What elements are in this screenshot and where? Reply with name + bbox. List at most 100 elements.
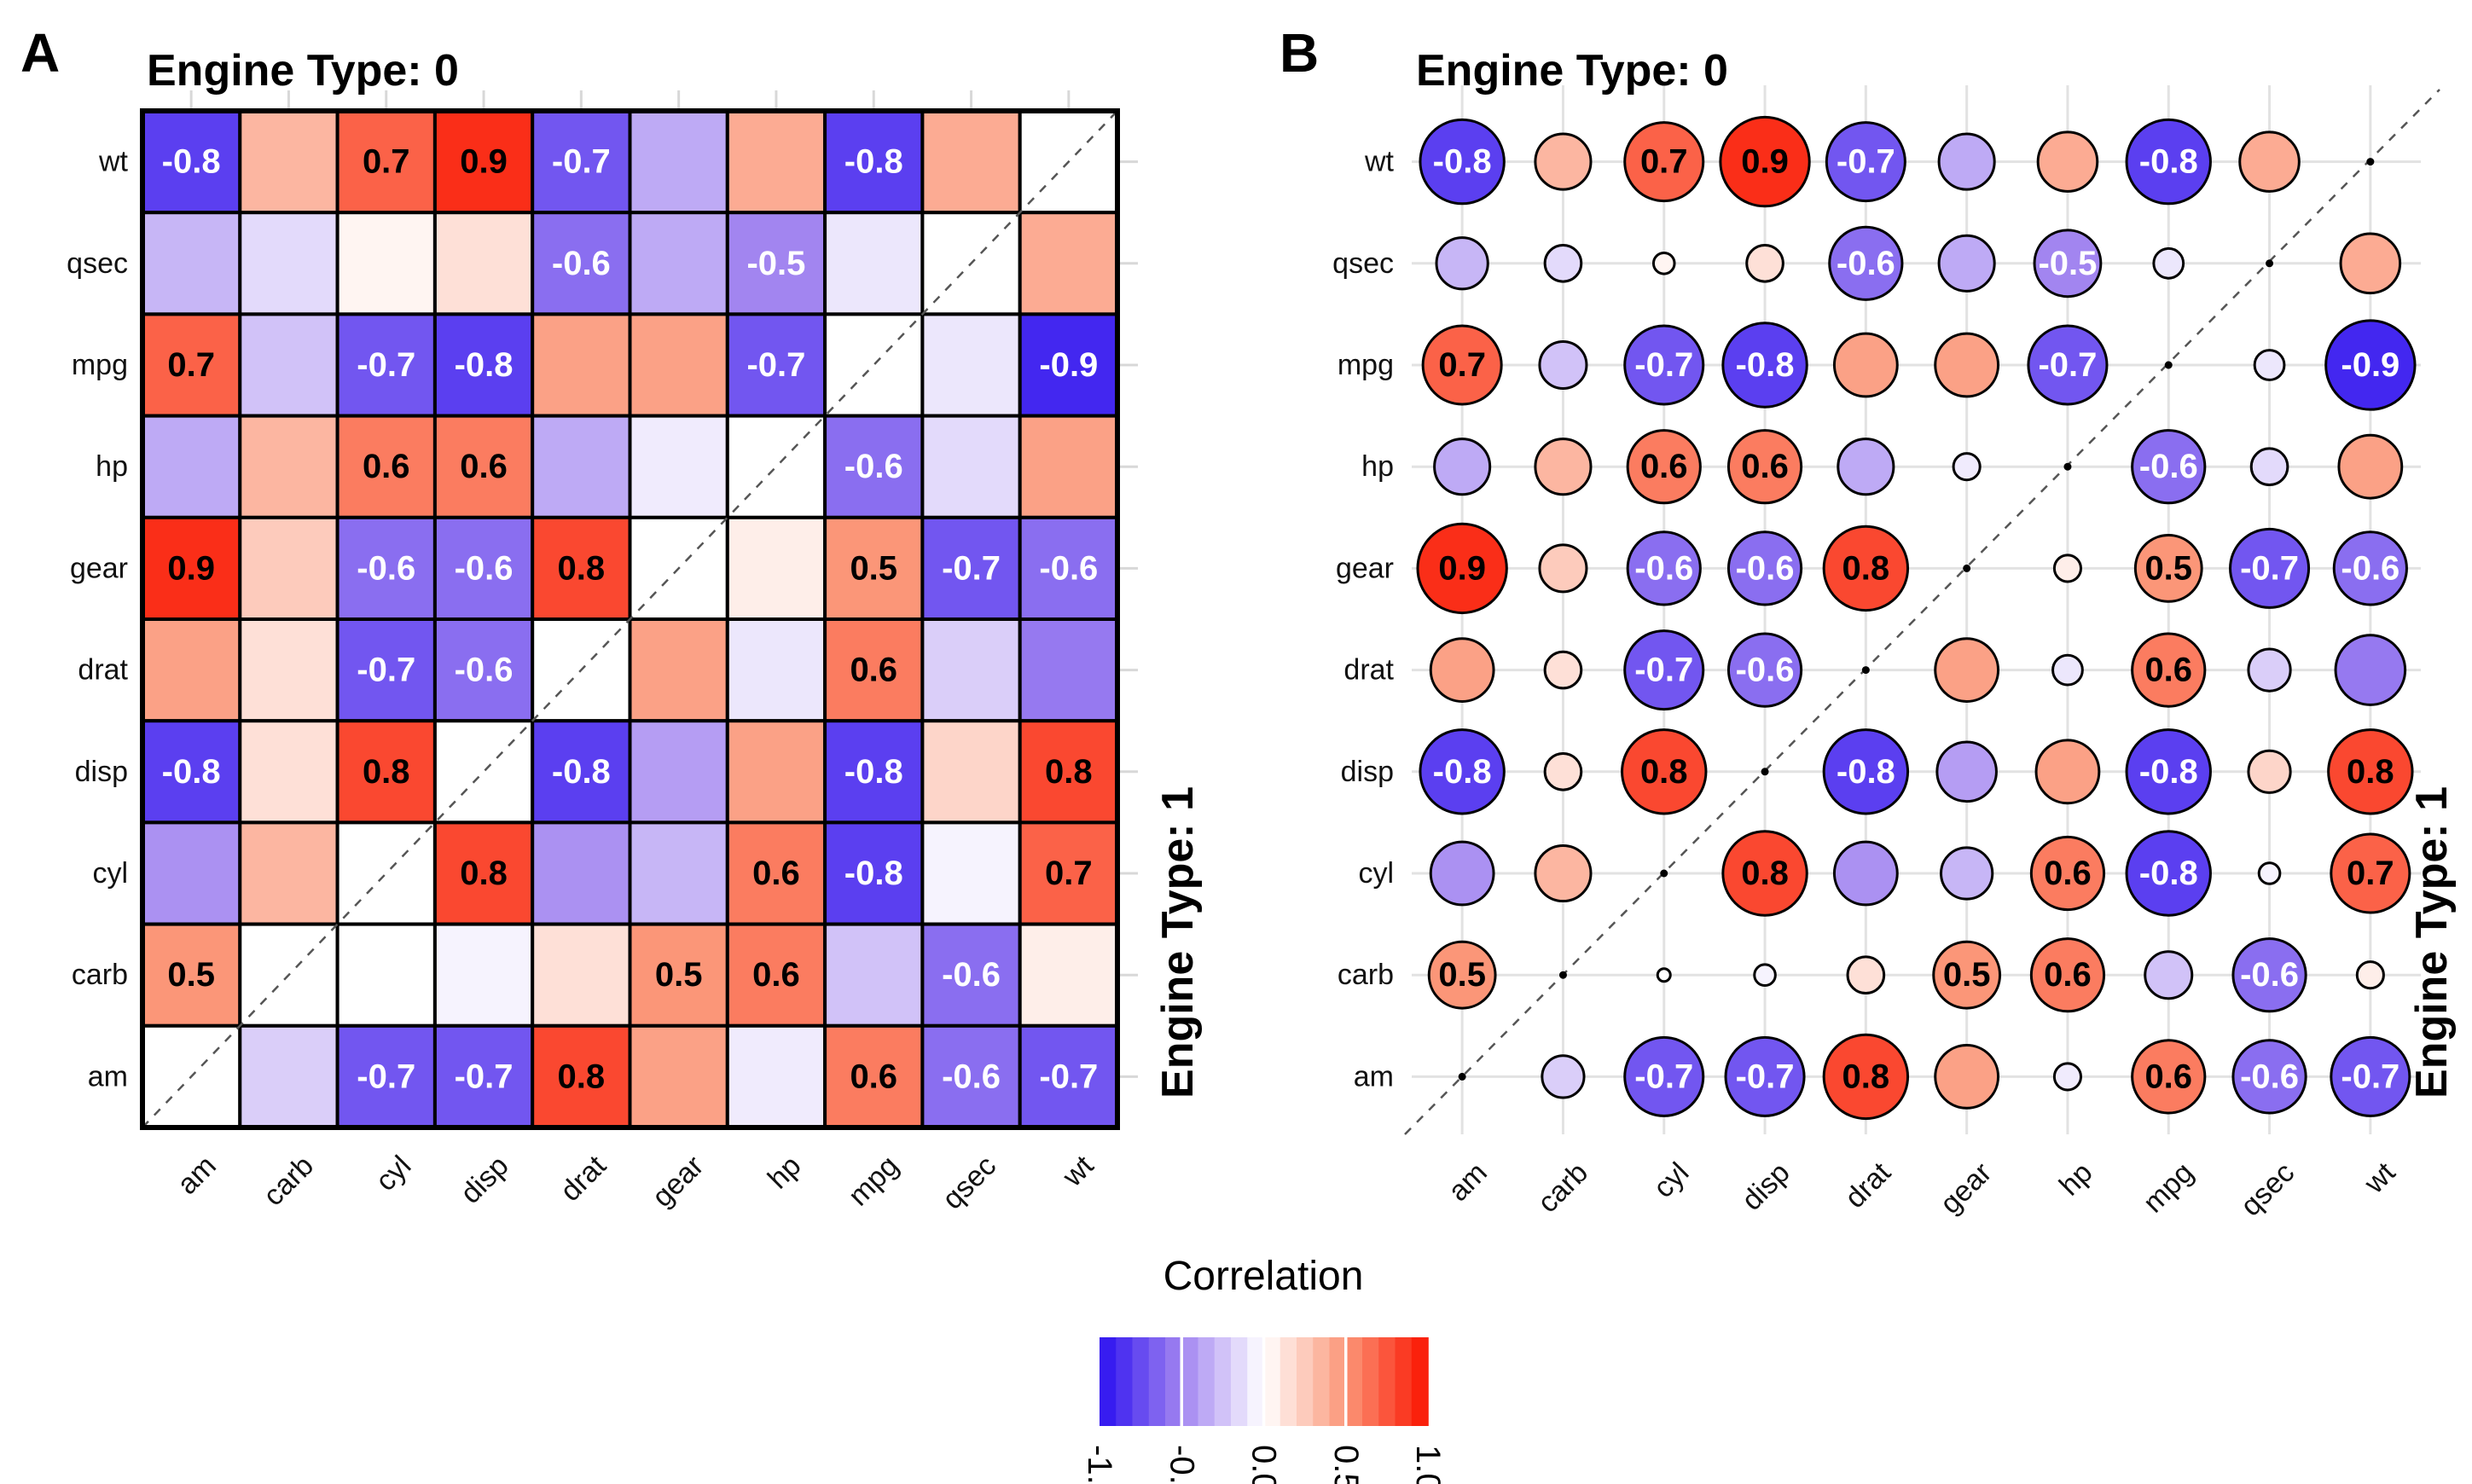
diagonal-dot-qsec — [2266, 259, 2274, 268]
corr-tile-cyl-am — [141, 820, 242, 926]
y-axis-label-hp: hp — [1361, 450, 1394, 483]
corr-circle-am-wt — [2330, 1035, 2411, 1117]
corr-tile-drat-wt — [1018, 617, 1119, 723]
corr-tile-mpg-carb — [238, 312, 339, 418]
panel-a-tag: A — [20, 22, 60, 84]
corr-tile-hp-drat — [531, 414, 632, 519]
corr-circle-carb-wt — [2355, 960, 2385, 990]
x-axis-label-cyl: cyl — [1647, 1156, 1695, 1204]
corr-tile-disp-hp — [725, 719, 827, 825]
corr-value-label: 0.9 — [460, 143, 508, 181]
corr-circle-wt-am — [1419, 118, 1506, 206]
corr-circle-carb-qsec — [2231, 937, 2307, 1013]
x-axis-label-am: am — [171, 1150, 223, 1201]
corr-circle-hp-qsec — [2249, 447, 2289, 487]
x-axis-label-wt: wt — [2358, 1156, 2402, 1200]
corr-value-label: -0.6 — [942, 956, 1001, 994]
legend-color-bin — [1378, 1337, 1396, 1426]
corr-value-label: 0.6 — [752, 956, 800, 994]
y-axis-label-carb: carb — [1338, 959, 1394, 991]
corr-value-label: 0.8 — [1842, 549, 1890, 587]
corr-tile-qsec-cyl — [335, 211, 437, 316]
corr-value-label: -0.6 — [1039, 549, 1098, 587]
corr-tile-qsec-gear — [628, 211, 729, 316]
corr-tile-mpg-qsec — [920, 312, 1022, 418]
corr-value-label: 0.9 — [167, 549, 215, 587]
corr-circle-qsec-mpg — [2152, 246, 2185, 280]
corr-circle-cyl-carb — [1534, 843, 1593, 903]
corr-circle-qsec-gear — [1937, 234, 1996, 293]
corr-circle-disp-mpg — [2125, 728, 2212, 815]
x-axis-label-qsec: qsec — [937, 1150, 1003, 1216]
corr-tile-mpg-gear — [628, 312, 729, 418]
diagonal-dot-mpg — [2164, 361, 2173, 369]
y-axis-label-disp: disp — [1341, 756, 1394, 788]
corr-tile-carb-wt — [1018, 922, 1119, 1028]
x-axis-label-disp: disp — [1736, 1156, 1796, 1217]
corr-tile-wt-gear — [628, 109, 729, 215]
corr-tile-carb-qsec — [920, 922, 1022, 1028]
corr-circle-drat-hp — [2051, 653, 2084, 687]
corr-tile-wt-carb — [238, 109, 339, 215]
panel-a-border — [140, 108, 1120, 1130]
corr-circle-cyl-drat — [1832, 840, 1899, 907]
corr-tile-am-disp — [432, 1023, 535, 1130]
corr-circle-mpg-carb — [1538, 340, 1588, 390]
x-axis-label-cyl: cyl — [369, 1150, 417, 1197]
corr-circle-mpg-gear — [1934, 332, 2000, 398]
corr-tile-hp-wt — [1018, 414, 1119, 519]
identity-dashed-line — [1404, 89, 2440, 1135]
corr-value-label: 0.8 — [460, 855, 508, 892]
corr-value-label: -0.6 — [844, 448, 903, 485]
corr-value-label: -0.7 — [455, 1058, 514, 1095]
corr-circle-qsec-disp — [1745, 243, 1784, 283]
legend-color-bin — [1362, 1337, 1380, 1426]
corr-value-label: 0.6 — [2044, 956, 2092, 994]
legend-color-bin — [1247, 1337, 1265, 1426]
corr-value-label: 0.8 — [1741, 855, 1789, 892]
corr-value-label: -0.6 — [2139, 448, 2198, 485]
corr-value-label: -0.6 — [942, 1058, 1001, 1095]
corr-tile-cyl-hp — [725, 820, 827, 926]
corr-tile-qsec-wt — [1018, 211, 1119, 316]
corr-value-label: -0.9 — [1039, 346, 1098, 384]
corr-value-label: -0.7 — [357, 346, 415, 384]
corr-circle-drat-gear — [1934, 637, 2000, 703]
corr-circle-mpg-qsec — [2253, 349, 2286, 381]
diagonal-dot-gear — [1963, 564, 1971, 572]
x-axis-label-gear: gear — [646, 1150, 710, 1214]
y-axis-label-drat: drat — [78, 654, 128, 687]
corr-value-label: -0.8 — [844, 143, 903, 181]
corr-value-label: -0.8 — [2139, 855, 2198, 892]
corr-circle-drat-qsec — [2247, 647, 2292, 693]
corr-tile-gear-qsec — [920, 515, 1022, 621]
corr-value-label: -0.7 — [1736, 1058, 1795, 1095]
corr-circle-carb-mpg — [2144, 950, 2194, 1000]
corr-value-label: 0.5 — [2144, 549, 2192, 587]
corr-circle-gear-cyl — [1626, 530, 1702, 606]
corr-value-label: 0.6 — [1640, 448, 1688, 485]
corr-value-label: 0.6 — [363, 448, 410, 485]
x-axis-label-mpg: mpg — [2137, 1156, 2200, 1220]
panel-b-tag: B — [1280, 22, 1319, 84]
corr-circle-disp-cyl — [1621, 728, 1708, 815]
legend-color-bin — [1263, 1337, 1281, 1426]
y-axis-label-disp: disp — [75, 756, 128, 788]
corr-circle-wt-carb — [1534, 132, 1593, 191]
x-axis-label-wt: wt — [1056, 1149, 1100, 1193]
y-axis-label-am: am — [88, 1060, 128, 1093]
corr-tile-hp-am — [141, 414, 242, 519]
corr-circle-wt-qsec — [2238, 130, 2301, 193]
corr-tile-cyl-gear — [628, 820, 729, 926]
corr-tile-drat-hp — [725, 617, 827, 723]
corr-value-label: 0.6 — [460, 448, 508, 485]
corr-circle-hp-disp — [1726, 429, 1803, 505]
corr-circle-wt-gear — [1937, 132, 1996, 191]
x-axis-label-mpg: mpg — [842, 1150, 905, 1213]
y-axis-label-wt: wt — [1364, 146, 1395, 178]
corr-value-label: -0.6 — [2240, 956, 2299, 994]
corr-value-label: -0.7 — [2240, 549, 2299, 587]
corr-tile-am-hp — [725, 1023, 827, 1130]
corr-circle-cyl-disp — [1721, 830, 1808, 917]
corr-tile-drat-am — [141, 617, 242, 723]
